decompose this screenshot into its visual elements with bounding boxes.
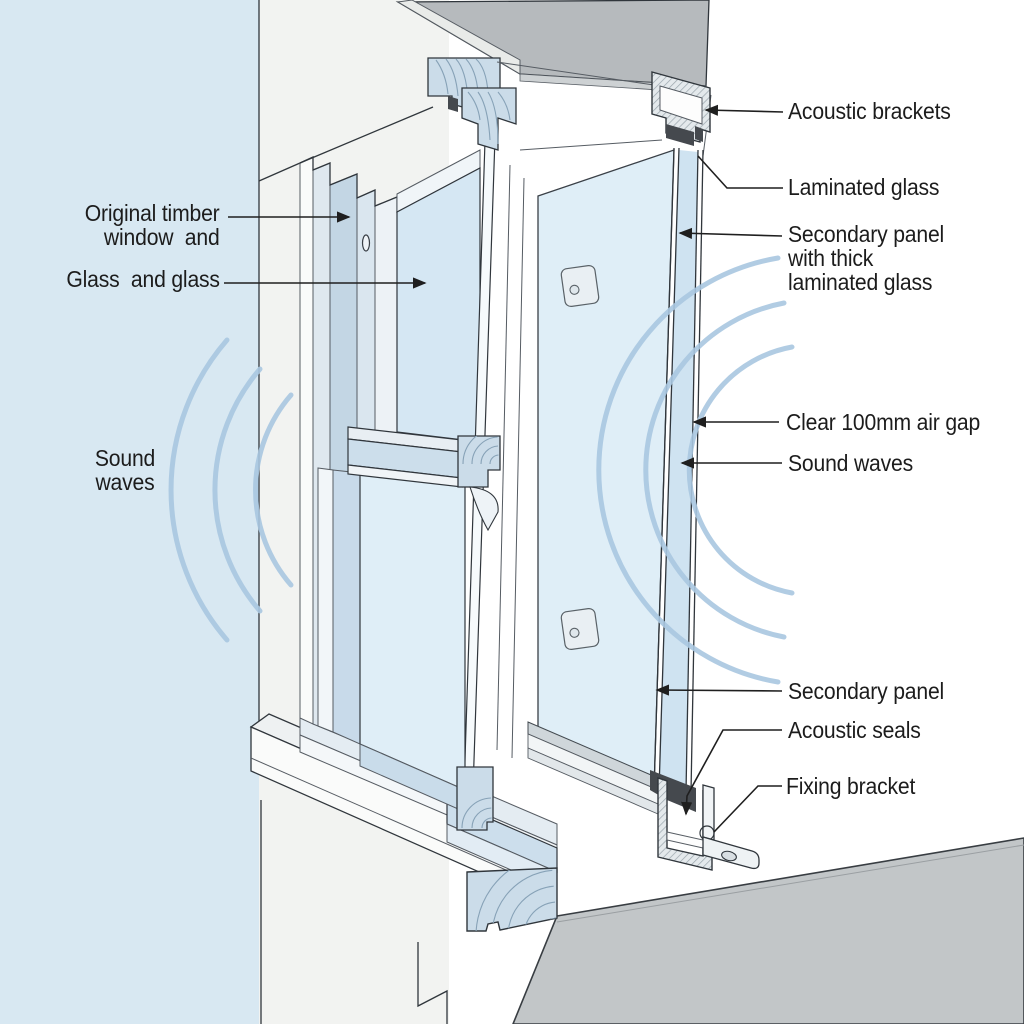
glass-fixing-plate xyxy=(560,607,600,651)
label-glass-and-glass: Glass and glass xyxy=(66,266,221,292)
sash-pulley xyxy=(361,234,371,252)
sound-waves-left-arcs xyxy=(168,337,294,643)
leader-lines xyxy=(224,104,784,833)
label-secondary-panel-thick: Secondary panel with thick laminated gla… xyxy=(788,221,945,295)
label-acoustic-brackets: Acoustic brackets xyxy=(788,98,951,124)
fixing-bracket-part xyxy=(699,784,760,870)
head-timber-section xyxy=(427,57,663,151)
bottom-rail-timber xyxy=(456,766,494,831)
secondary-glass-face xyxy=(537,149,675,791)
label-fixing-bracket: Fixing bracket xyxy=(786,773,916,799)
label-acoustic-seals: Acoustic seals xyxy=(788,717,921,743)
label-sound-waves-left: Sound waves xyxy=(94,445,156,495)
label-sound-waves-right: Sound waves xyxy=(788,450,914,476)
interior-floor xyxy=(512,837,1024,1024)
upper-wall-panel xyxy=(395,0,710,94)
label-laminated-glass: Laminated glass xyxy=(788,174,940,200)
label-original-timber-window: Original timber window and xyxy=(85,200,220,250)
lower-sash-glass xyxy=(359,473,466,791)
label-secondary-panel: Secondary panel xyxy=(788,678,945,704)
exterior-sky xyxy=(0,0,259,1024)
upper-sash-glass xyxy=(396,167,481,443)
acoustic-head-bracket xyxy=(651,71,711,146)
sound-waves-right-arcs xyxy=(596,255,795,685)
meeting-rail xyxy=(347,426,501,532)
secondary-glazing xyxy=(496,71,760,871)
original-window xyxy=(299,57,663,932)
label-clear-air-gap: Clear 100mm air gap xyxy=(786,409,981,435)
sill-timber-section xyxy=(466,867,558,932)
frame-outer-band xyxy=(299,156,314,725)
glass-fixing-plate xyxy=(560,264,600,308)
bottom-channel xyxy=(527,721,713,871)
